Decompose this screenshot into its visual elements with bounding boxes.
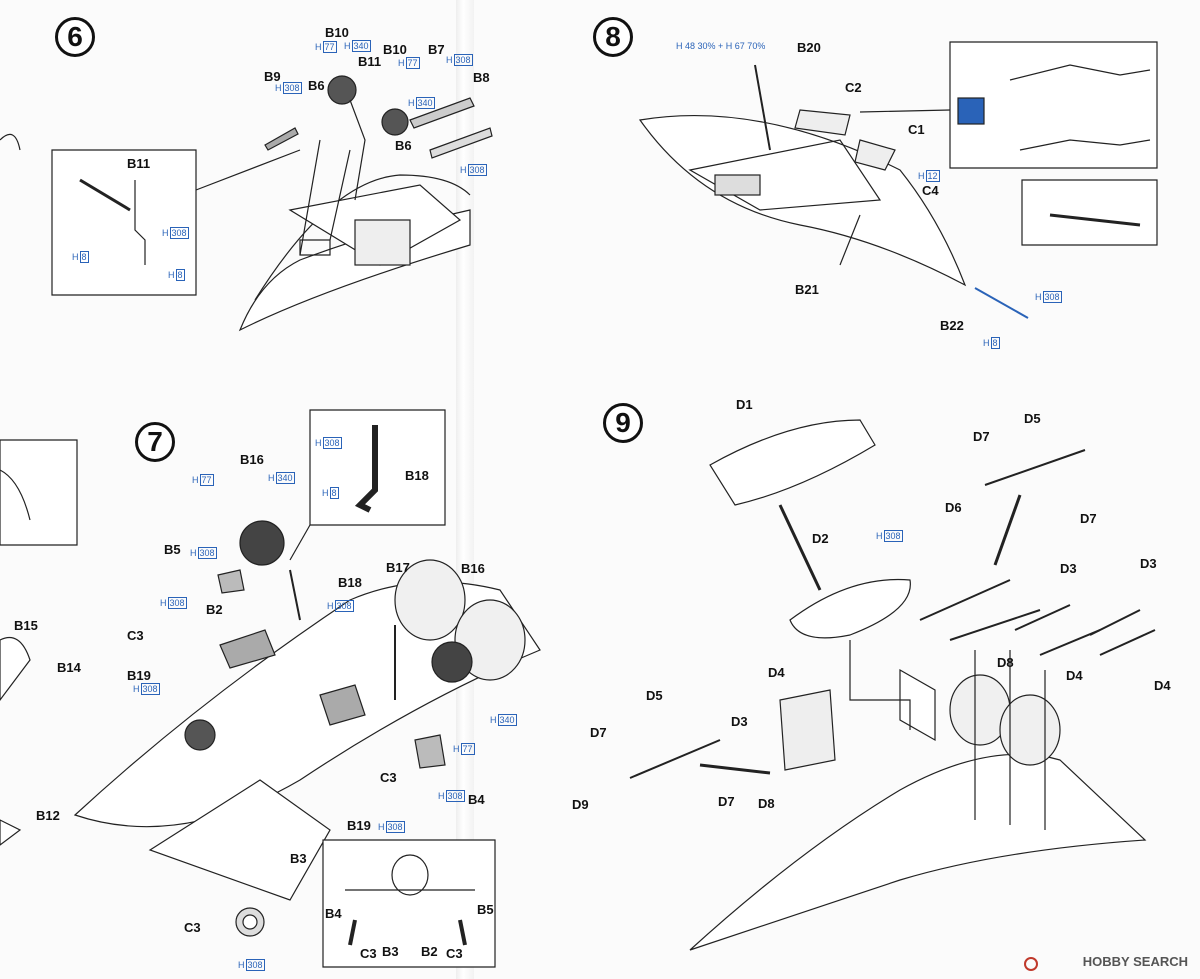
part-label: B17 <box>386 560 410 575</box>
part-label: C4 <box>922 183 939 198</box>
part-label: B18 <box>405 468 429 483</box>
part-label: B7 <box>428 42 445 57</box>
part-label: D3 <box>1060 561 1077 576</box>
part-label: D7 <box>718 794 735 809</box>
part-label: B2 <box>421 944 438 959</box>
part-label: D7 <box>590 725 607 740</box>
part-label: B10 <box>383 42 407 57</box>
part-label: B4 <box>468 792 485 807</box>
part-label: B10 <box>325 25 349 40</box>
hobbysearch-logo-icon <box>1024 957 1038 971</box>
part-label: D8 <box>997 655 1014 670</box>
part-label: B20 <box>797 40 821 55</box>
part-label: B15 <box>14 618 38 633</box>
part-label: D6 <box>945 500 962 515</box>
part-label: D8 <box>758 796 775 811</box>
part-label: D4 <box>1066 668 1083 683</box>
step-number-9: 9 <box>603 403 643 443</box>
part-label: B5 <box>477 902 494 917</box>
part-label: C2 <box>845 80 862 95</box>
part-label: B5 <box>164 542 181 557</box>
part-label: B14 <box>57 660 81 675</box>
part-label: B18 <box>338 575 362 590</box>
part-label: B4 <box>325 906 342 921</box>
part-label: B3 <box>290 851 307 866</box>
part-label: C3 <box>360 946 377 961</box>
part-label: D4 <box>768 665 785 680</box>
part-label: D7 <box>1080 511 1097 526</box>
part-label: B19 <box>347 818 371 833</box>
part-label: B19 <box>127 668 151 683</box>
part-label: B12 <box>36 808 60 823</box>
part-label: B9 <box>264 69 281 84</box>
part-label: D1 <box>736 397 753 412</box>
watermark: HOBBY SEARCH <box>1082 954 1188 969</box>
part-label: D9 <box>572 797 589 812</box>
part-label: D5 <box>1024 411 1041 426</box>
part-label: B21 <box>795 282 819 297</box>
part-label: B11 <box>358 54 382 69</box>
part-label: B22 <box>940 318 964 333</box>
part-label: D7 <box>973 429 990 444</box>
step-number-6: 6 <box>55 17 95 57</box>
part-label: C3 <box>127 628 144 643</box>
part-label: B16 <box>240 452 264 467</box>
part-label: B6 <box>308 78 325 93</box>
part-label: D2 <box>812 531 829 546</box>
paint-ref: H 48 30% + H 67 70% <box>676 41 766 51</box>
step-number-8: 8 <box>593 17 633 57</box>
part-label: D3 <box>1140 556 1157 571</box>
part-label: D5 <box>646 688 663 703</box>
part-label: C1 <box>908 122 925 137</box>
part-label: C3 <box>380 770 397 785</box>
part-label: C3 <box>446 946 463 961</box>
part-label: B2 <box>206 602 223 617</box>
part-label: B6 <box>395 138 412 153</box>
part-label: D3 <box>731 714 748 729</box>
part-label: C3 <box>184 920 201 935</box>
part-label: B11 <box>127 156 151 171</box>
part-label: B3 <box>382 944 399 959</box>
part-label: B16 <box>461 561 485 576</box>
part-label: D4 <box>1154 678 1171 693</box>
step-number-7: 7 <box>135 422 175 462</box>
part-label: B8 <box>473 70 490 85</box>
